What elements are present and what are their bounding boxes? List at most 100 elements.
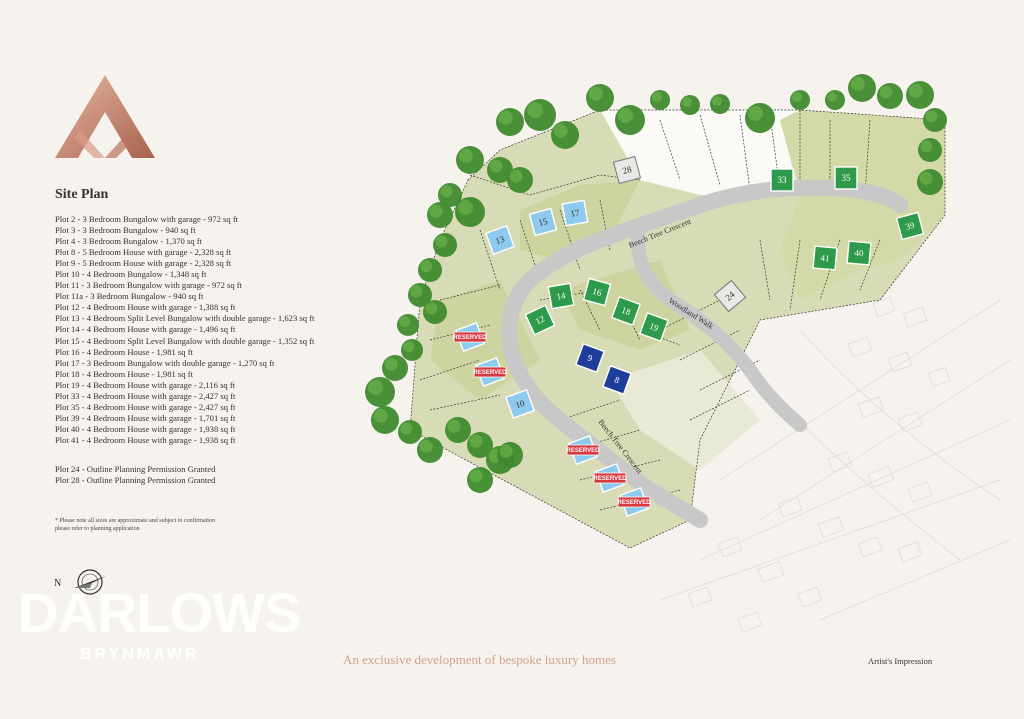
reserved-label: RESERVED — [618, 500, 652, 506]
plot-list-item: Plot 40 - 4 Bedroom House with garage - … — [55, 423, 236, 434]
tree-highlight — [399, 316, 411, 328]
reserved-label: RESERVED — [474, 370, 508, 376]
house-footprint — [895, 211, 925, 241]
house-plot-green: 39 — [895, 211, 925, 241]
plot-number-label: 16 — [591, 286, 603, 298]
house-footprint — [612, 155, 642, 185]
reserved-plot: RESERVED — [454, 322, 488, 352]
house-footprint — [505, 389, 535, 419]
house-plot-navy: 8 — [602, 365, 632, 395]
tree-highlight — [908, 83, 923, 98]
reserved-plot: RESERVED — [617, 487, 652, 517]
tree-highlight — [499, 444, 513, 458]
roads — [501, 179, 908, 528]
tree-highlight — [919, 171, 933, 185]
tree-highlight — [368, 380, 383, 395]
house-footprint — [834, 166, 858, 190]
tree-highlight — [618, 108, 633, 123]
tree-highlight — [879, 85, 893, 99]
house-footprint — [770, 168, 794, 192]
darlows-watermark-location: BRYNMAWR — [80, 646, 200, 663]
house-plot-navy: 9 — [575, 343, 605, 373]
plot-number-label: 35 — [842, 173, 852, 183]
tree-highlight — [527, 102, 544, 119]
plot-list-item: Plot 15 - 4 Bedroom Split Level Bungalow… — [55, 335, 315, 346]
tree-highlight — [403, 341, 415, 353]
plot-list-item: Plot 39 - 4 Bedroom House with garage - … — [55, 412, 236, 423]
tree-highlight — [920, 140, 933, 153]
artists-impression-note: Artist's Impression — [868, 656, 933, 666]
plot-number-label: 33 — [778, 175, 788, 185]
house-plot-green: 33 — [770, 168, 794, 192]
plot-number-label: 12 — [534, 314, 546, 327]
reserved-banner — [473, 366, 507, 378]
house-footprint — [611, 296, 641, 326]
house-plot-green: 40 — [846, 240, 872, 266]
plot-number-label: 8 — [613, 375, 621, 386]
tree-highlight — [489, 159, 503, 173]
reserved-plot: RESERVED — [473, 357, 508, 387]
tree-highlight — [792, 92, 802, 102]
tree-highlight — [469, 469, 483, 483]
plot-list-item: Plot 24 - Outline Planning Permission Gr… — [55, 464, 216, 474]
size-disclaimer: * Please note all sizes are approximate … — [55, 517, 215, 533]
plot-list-item: Plot 2 - 3 Bedroom Bungalow with garage … — [55, 214, 239, 224]
reserved-label: RESERVED — [454, 335, 488, 341]
development-logo — [55, 75, 155, 158]
outline-permission-list: Plot 24 - Outline Planning Permission Gr… — [55, 464, 215, 486]
woodland-trees — [365, 74, 947, 493]
plot-number-label: 17 — [570, 207, 581, 218]
site-plan-map: 13 15 17 10 33 35 39 41 40 14 16 18 19 12 9 8 28 24RESERV… — [365, 74, 1011, 633]
reserved-banner — [617, 496, 651, 508]
plot-list-item: Plot 16 - 4 Bedroom House - 1,981 sq ft — [55, 346, 193, 357]
house-plot-blue: 13 — [485, 225, 515, 255]
plot-number-label: 15 — [537, 216, 549, 228]
reserved-plot: RESERVED — [567, 435, 600, 465]
tree-highlight — [712, 96, 722, 106]
plot-number-label: 40 — [854, 248, 864, 259]
plot-number-label: 14 — [556, 290, 567, 301]
development-tagline: An exclusive development of bespoke luxu… — [343, 652, 616, 667]
tree-highlight — [373, 408, 388, 423]
plot-list-item: Plot 3 - 3 Bedroom Bungalow - 940 sq ft — [55, 225, 196, 236]
plot-list-item: Plot 35 - 4 Bedroom House with garage - … — [55, 401, 236, 412]
tree-highlight — [458, 200, 473, 215]
tree-highlight — [435, 235, 448, 248]
house-plot-green: 12 — [524, 304, 556, 336]
tree-highlight — [469, 434, 483, 448]
tree-highlight — [400, 422, 413, 435]
tree-highlight — [420, 260, 433, 273]
site-plan-title: Site Plan — [55, 187, 109, 202]
house-footprint — [547, 282, 575, 310]
house-plot-green: 16 — [582, 277, 612, 307]
house-footprint — [485, 225, 515, 255]
tree-highlight — [682, 97, 692, 107]
plot-list-item: Plot 9 - 5 Bedroom House with garage - 2… — [55, 258, 232, 269]
tree-highlight — [429, 204, 443, 218]
plot-list-item: Plot 19 - 4 Bedroom House with garage - … — [55, 379, 236, 390]
reserved-label: RESERVED — [594, 476, 628, 482]
house-plot-outline: 24 — [713, 279, 747, 313]
house-plot-blue: 15 — [528, 207, 558, 237]
plot-number-label: 10 — [514, 398, 526, 411]
compass-icon: N — [54, 569, 106, 595]
house-footprint — [846, 240, 872, 266]
plot-list-item: Plot 41 - 4 Bedroom House with garage - … — [55, 434, 236, 445]
tree-highlight — [419, 439, 433, 453]
plot-list-item: Plot 18 - 4 Bedroom House - 1,981 sq ft — [55, 368, 193, 379]
plot-number-label: 41 — [820, 253, 830, 264]
plot-number-label: 18 — [620, 305, 632, 318]
house-footprint — [582, 277, 612, 307]
house-footprint — [561, 199, 589, 227]
plot-number-label: 19 — [648, 321, 660, 334]
plot-list-item: Plot 10 - 4 Bedroom Bungalow - 1,348 sq … — [55, 269, 207, 280]
plot-number-label: 28 — [621, 164, 633, 176]
tree-highlight — [827, 92, 837, 102]
tree-highlight — [384, 357, 398, 371]
house-plots: 13 15 17 10 33 35 39 41 40 14 16 18 19 12 9 8 28 24RESERV… — [454, 155, 925, 517]
tree-highlight — [925, 110, 938, 123]
plot-number-label: 9 — [586, 353, 594, 364]
compass-north-label: N — [54, 578, 61, 589]
tree-highlight — [440, 185, 453, 198]
